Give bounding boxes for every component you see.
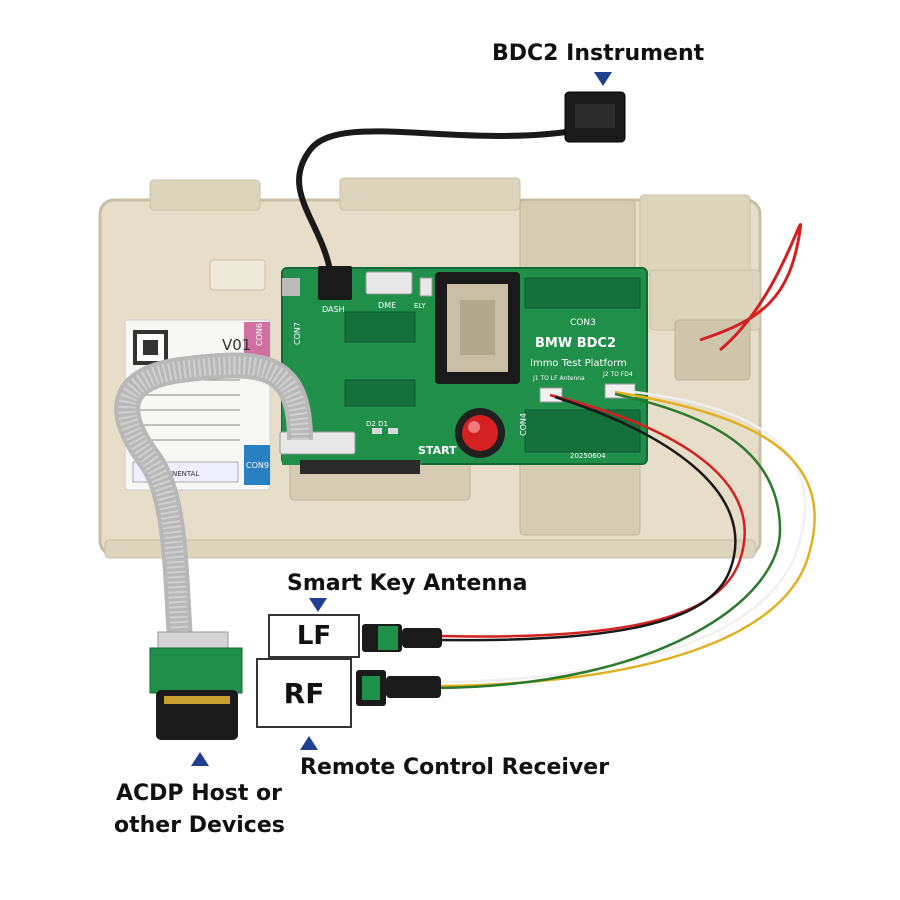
ribbon-cable (114, 352, 313, 740)
lf-box: LF (268, 614, 360, 658)
module-con9-text: CON9 (246, 461, 269, 470)
pcb-j1-text: J1 TO LF Antenna (532, 375, 585, 382)
antenna-arrow-icon (309, 598, 327, 612)
pcb-dash-text: DASH (322, 305, 345, 314)
pcb-dme-text: DME (378, 301, 396, 310)
pcb-brand-text: BMW BDC2 (535, 336, 616, 351)
test-pcb (279, 266, 648, 474)
acdp-label-line2: other Devices (114, 813, 285, 838)
module-v01-text: V01 (222, 336, 251, 354)
red-loop-wire (699, 223, 803, 352)
pcb-start-text: START (418, 444, 457, 457)
bdc2-instrument-label: BDC2 Instrument (492, 41, 705, 66)
antenna-wires (439, 388, 816, 690)
pcb-con3-text: CON3 (570, 318, 596, 328)
pcb-con4-text: CON4 (519, 413, 528, 436)
pcb-subtitle-text: Immo Test Platform (530, 358, 627, 369)
rf-text: RF (283, 676, 325, 710)
pcb-j2-text: J2 TO FD4 (602, 371, 633, 378)
bdc2-arrow-icon (594, 72, 612, 86)
instrument-cable (296, 91, 626, 271)
acdp-arrow-icon (191, 752, 209, 766)
receiver-arrow-icon (300, 736, 318, 750)
pcb-d2d1-text: D2 D1 (366, 420, 388, 428)
module-continental-text: CONTINENTAL (150, 470, 199, 478)
lf-connector (362, 624, 442, 652)
remote-control-receiver-label: Remote Control Receiver (300, 755, 610, 780)
pcb-ely-text: ELY (414, 302, 426, 310)
module-con6-text: CON6 (255, 323, 264, 346)
pcb-date-text: 20250604 (570, 452, 606, 460)
rf-box: RF (256, 658, 352, 728)
rf-connector (356, 670, 441, 706)
lf-text: LF (296, 621, 332, 651)
acdp-label-line1: ACDP Host or (116, 781, 282, 806)
smart-key-antenna-label: Smart Key Antenna (287, 571, 528, 596)
pcb-con7-text: CON7 (293, 322, 302, 345)
